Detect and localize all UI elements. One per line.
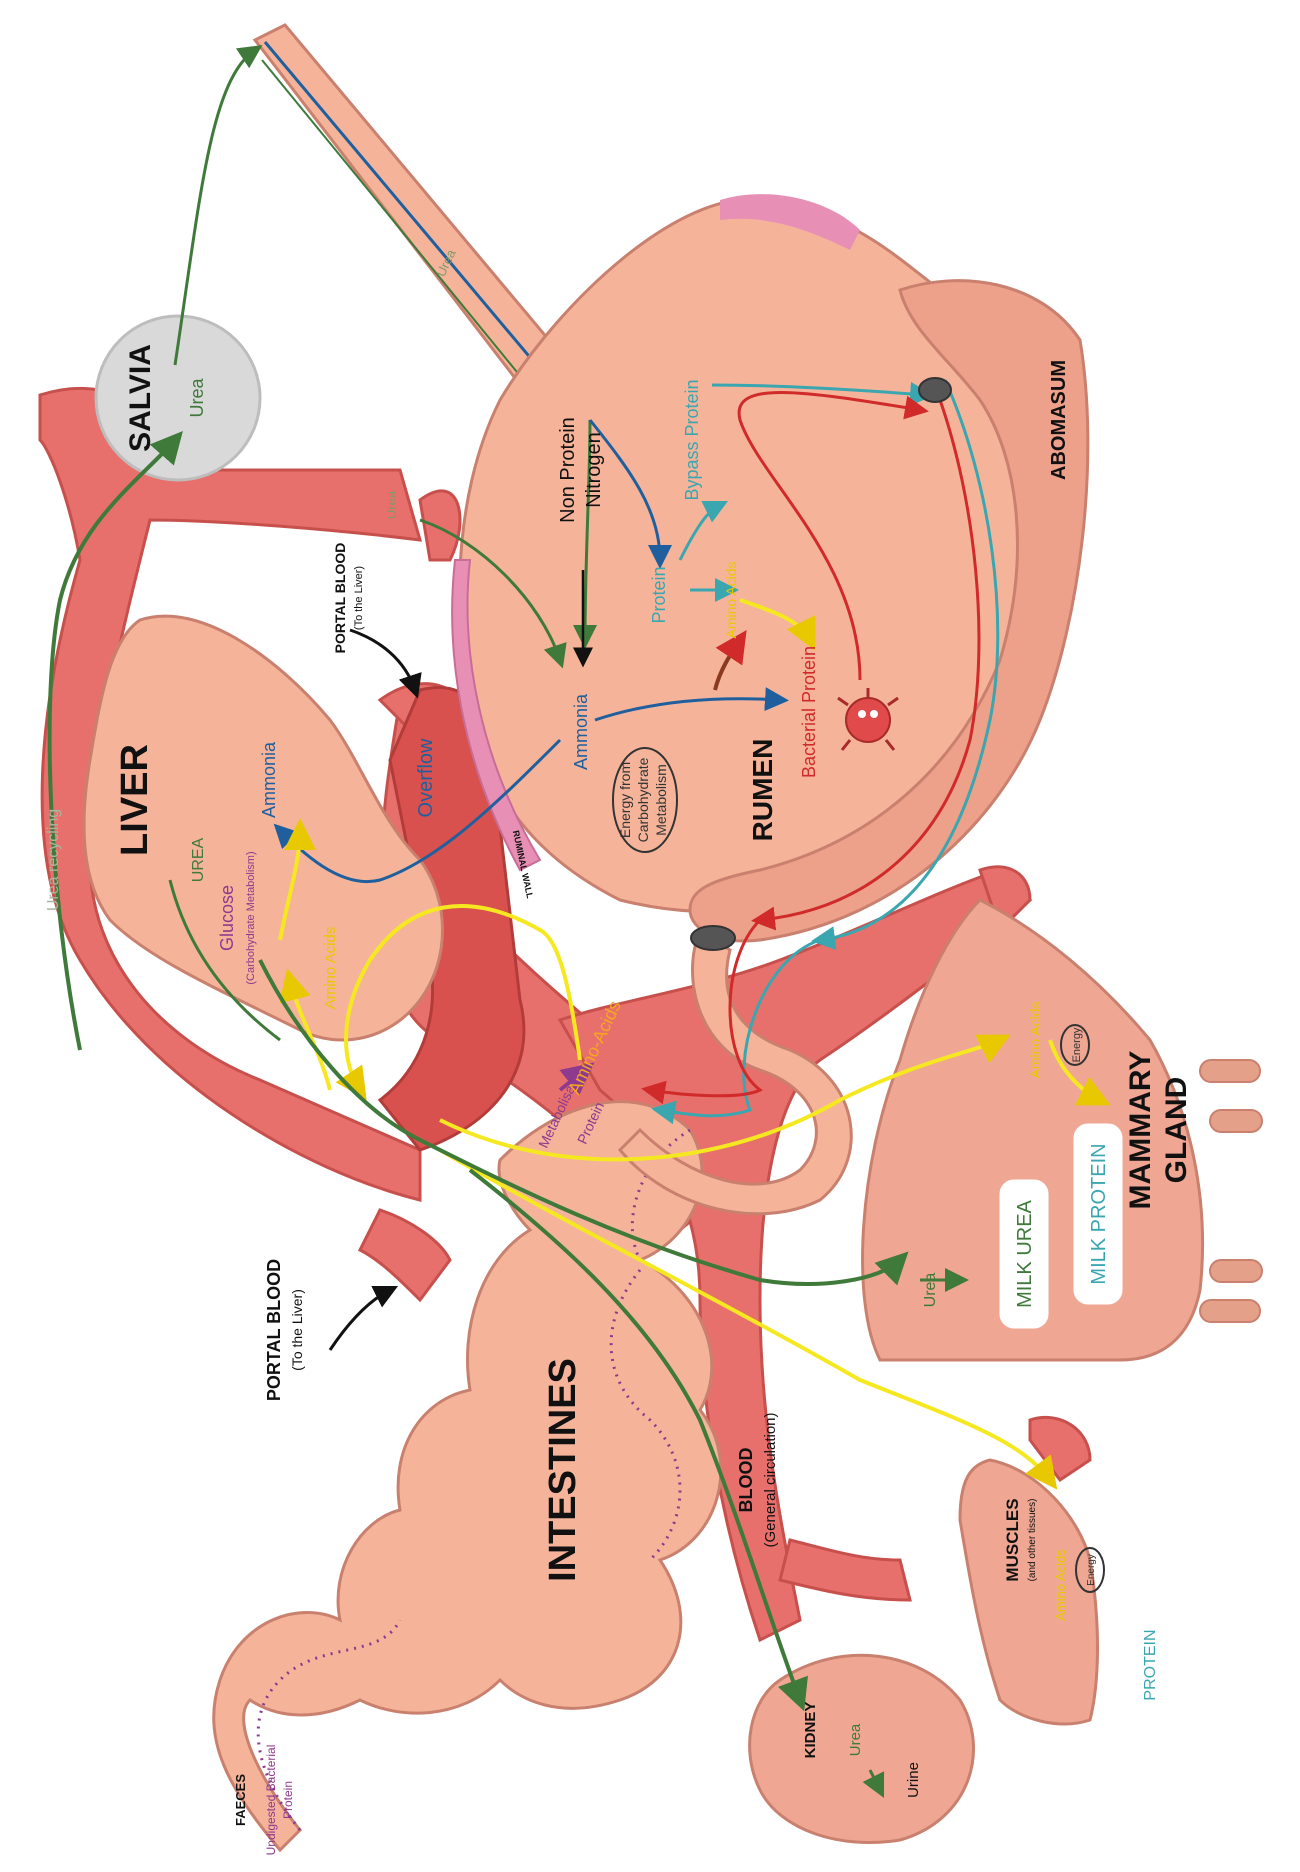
portal-blood-bottom: PORTAL BLOOD <box>264 1259 284 1401</box>
non-protein-nitrogen-1: Non Protein <box>557 417 579 523</box>
liver-glucose: Glucose <box>217 885 237 951</box>
pylorus-bottom <box>691 926 735 950</box>
rumen-energy-3: Metabolism <box>653 764 669 836</box>
rumen-title: RUMEN <box>747 739 778 842</box>
liver-ammonia: Ammonia <box>259 741 279 818</box>
faeces-title: FAECES <box>233 1774 248 1826</box>
blood-label: BLOOD <box>736 1448 756 1513</box>
mammary-teats <box>1200 1060 1262 1322</box>
kidney-urine: Urine <box>905 1762 922 1798</box>
liver-urea: UREA <box>190 837 207 882</box>
milk-protein: MILK PROTEIN <box>1088 1143 1110 1284</box>
faeces-note-1: Undigested Bacterial <box>264 1745 278 1856</box>
rumen-bacterial-protein: Bacterial Protein <box>799 646 819 778</box>
mammary-urea: Urea <box>922 1273 939 1308</box>
liver-glucose-note: (Carbohydrate Metabolism) <box>245 851 257 984</box>
overflow-label: Overflow <box>415 738 437 817</box>
portal-blood-bottom-note: (To the Liver) <box>289 1289 305 1371</box>
rumen-protein: Protein <box>649 566 669 623</box>
abomasum-title: ABOMASUM <box>1048 360 1070 480</box>
rumen-energy-1: Energy from <box>617 762 633 838</box>
intestines <box>214 1102 721 1850</box>
vessel-urea-label: Urea <box>384 490 399 519</box>
faeces-note-2: Protein <box>281 1781 295 1819</box>
muscles-protein: PROTEIN <box>1142 1629 1159 1700</box>
muscles-title: MUSCLES <box>1003 1498 1022 1581</box>
rumen-energy-2: Carbohydrate <box>635 757 651 842</box>
muscles-energy: Energy <box>1086 1554 1097 1586</box>
muscles-note: (and other tissues) <box>1027 1499 1038 1582</box>
portal-blood-top-note: (To the Liver) <box>353 566 365 630</box>
mammary-title-1: MAMMARY <box>1124 1051 1157 1210</box>
milk-urea: MILK UREA <box>1014 1199 1036 1307</box>
kidney-urea: Urea <box>847 1723 864 1756</box>
mammary-energy: Energy <box>1071 1027 1083 1062</box>
portal-blood-top: PORTAL BLOOD <box>332 543 348 654</box>
rumen-ammonia: Ammonia <box>571 693 591 770</box>
mammary-amino-acids: Amino Acids <box>1027 1001 1043 1078</box>
rumen-bypass-protein: Bypass Protein <box>682 379 702 500</box>
rumen-amino-acids: Amino Acids <box>723 561 739 638</box>
intestines-title: INTESTINES <box>542 1358 584 1582</box>
muscles-amino-acids: Amino Acids <box>1053 1549 1068 1621</box>
pylorus-top <box>919 378 951 402</box>
salvia-title: SALVIA <box>124 344 157 452</box>
liver-title: LIVER <box>114 744 156 856</box>
mammary-title-2: GLAND <box>1160 1077 1193 1184</box>
urea-recycling-label: Urea recycling <box>45 809 62 911</box>
liver-amino-acids: Amino Acids <box>322 927 339 1010</box>
blood-note: (General circulation) <box>762 1412 779 1547</box>
kidney-title: KIDNEY <box>802 1702 819 1759</box>
salvia-urea: Urea <box>187 378 207 418</box>
non-protein-nitrogen-2: Nitrogen <box>583 432 605 508</box>
